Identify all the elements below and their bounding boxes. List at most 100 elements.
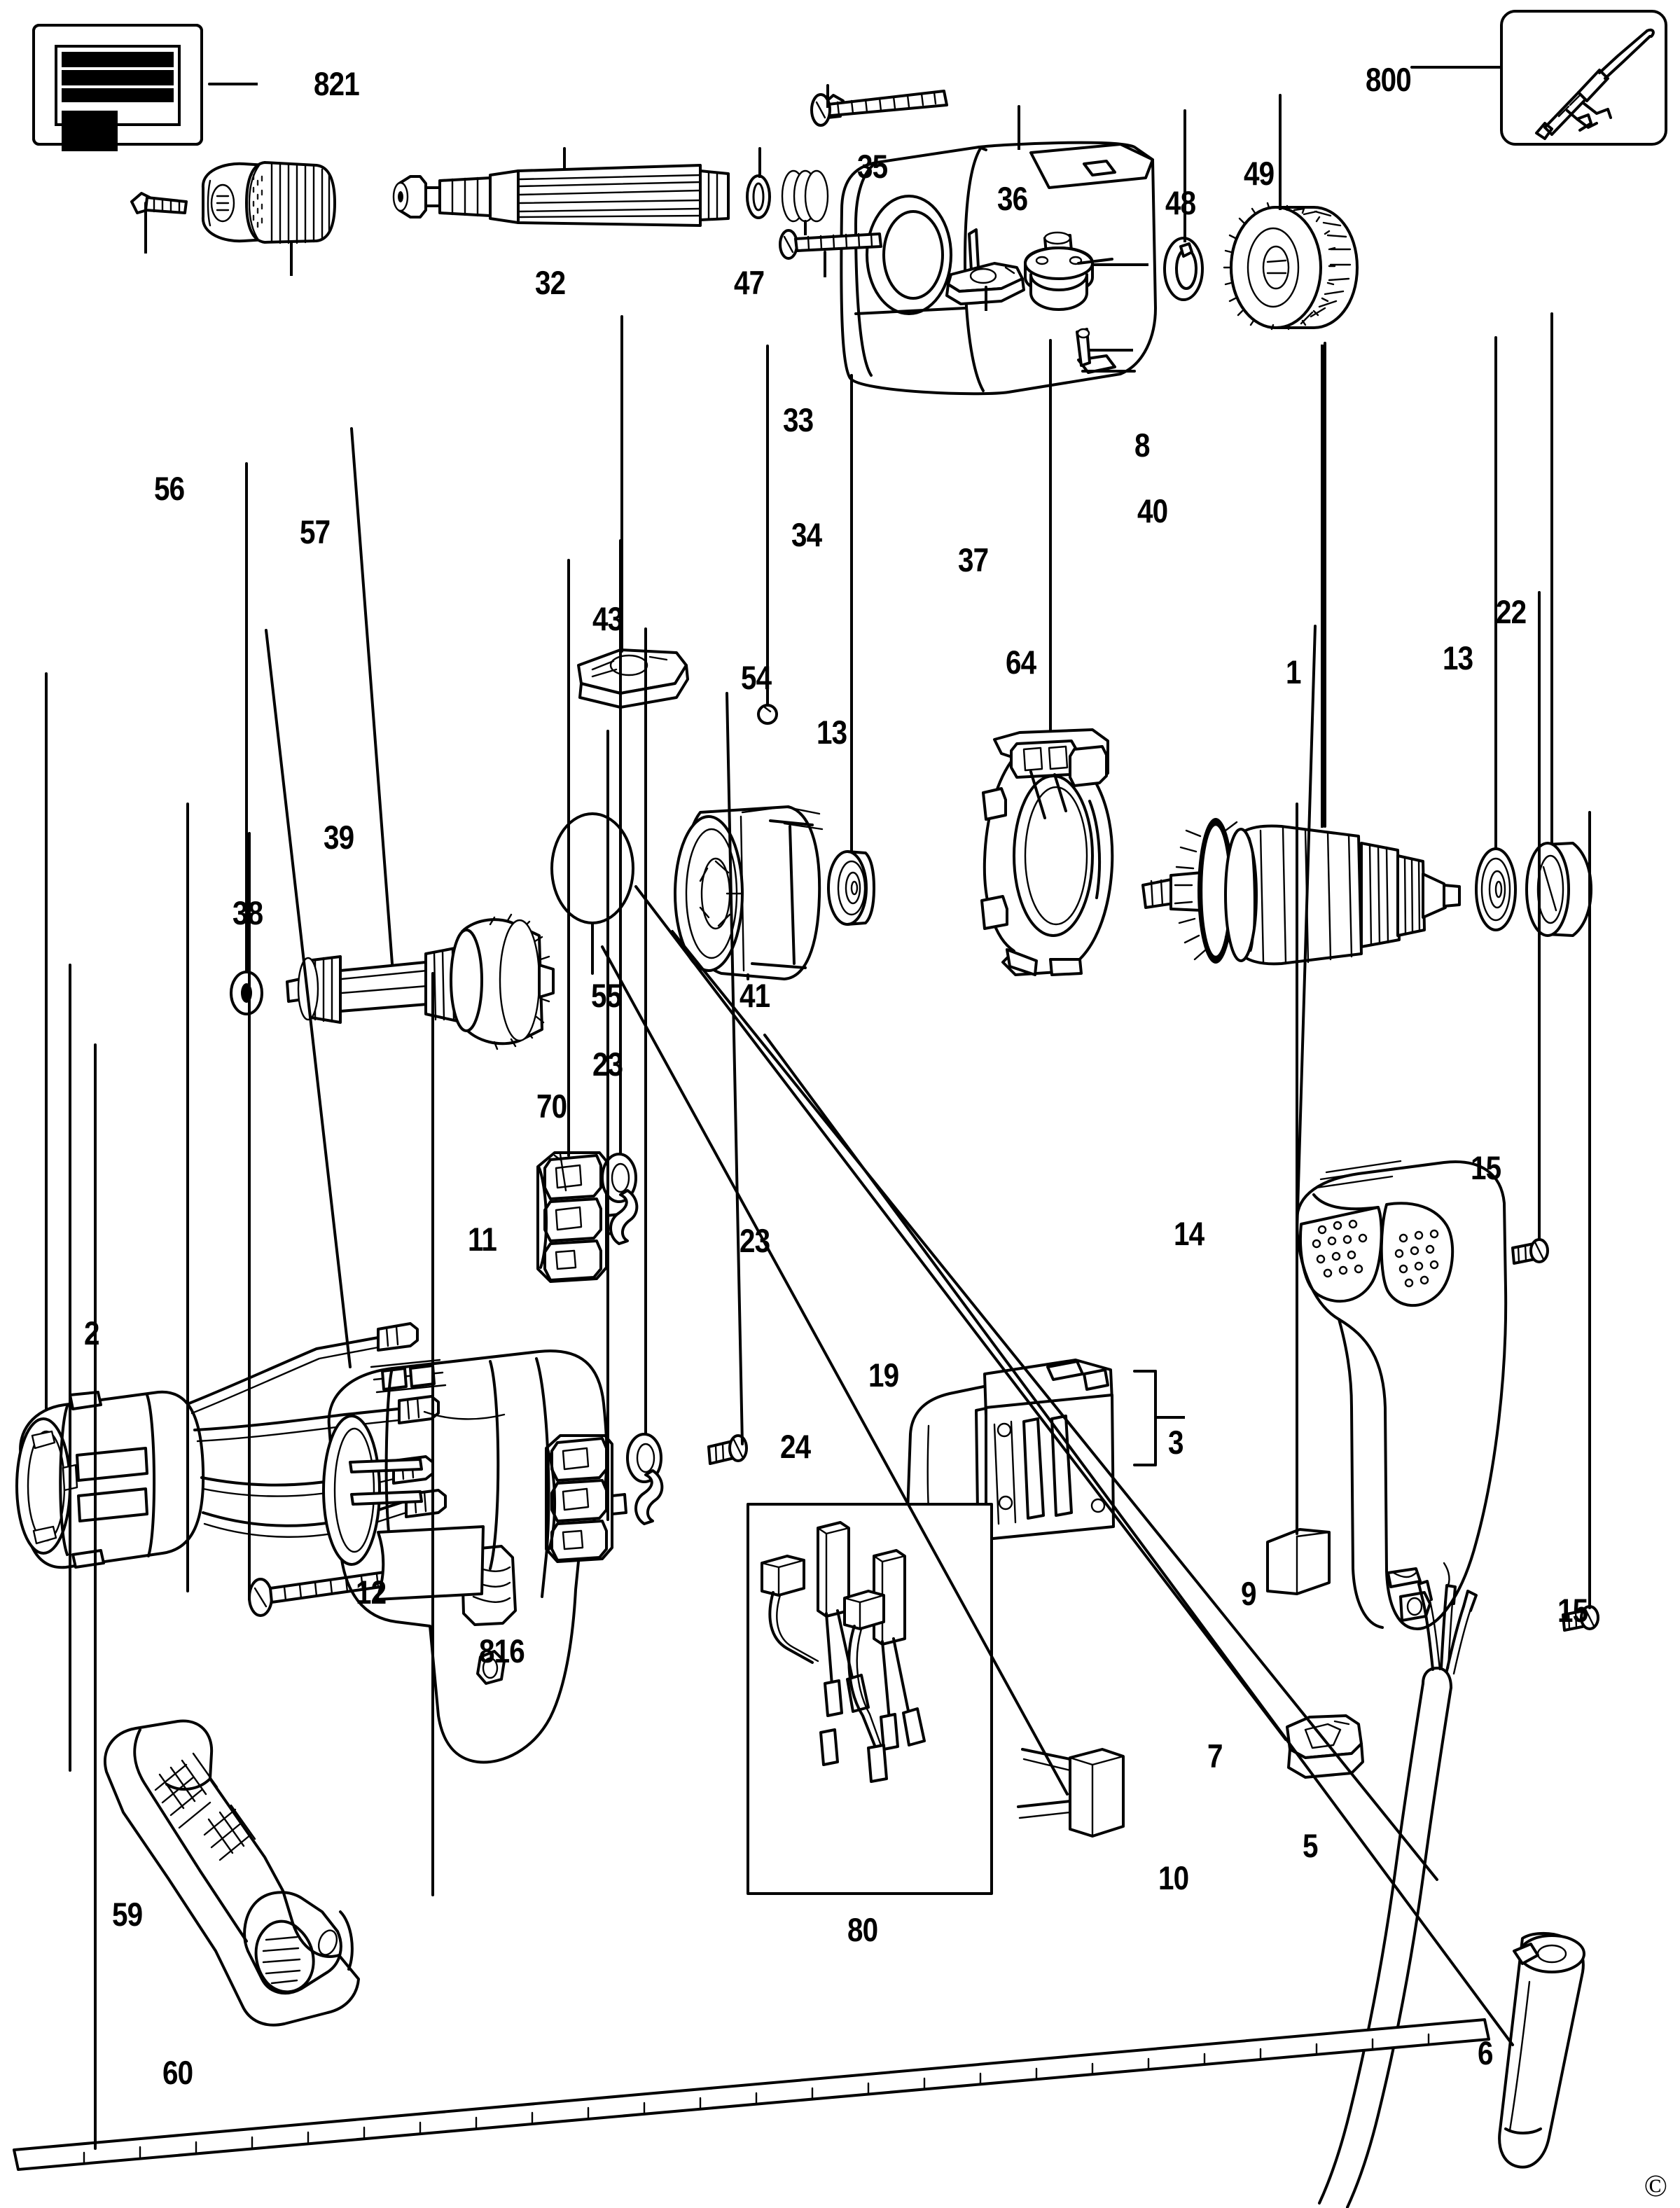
leader-32 — [563, 148, 566, 169]
field-lead-wires — [188, 1322, 447, 1538]
brush-spring-23-lower-art — [626, 1433, 664, 1525]
callout-816: 816 — [479, 1632, 525, 1669]
callout-54: 54 — [741, 659, 772, 696]
wire-harness-kit-80-art — [747, 1503, 993, 1895]
handle-screw-15-upper-art — [1511, 1238, 1549, 1265]
gear-49-art — [1223, 202, 1359, 331]
callout-80: 80 — [847, 1911, 878, 1948]
callout-15-upper: 15 — [1471, 1149, 1501, 1186]
carbon-brush-10-art — [1017, 1748, 1125, 1838]
leader-22 — [1550, 315, 1553, 845]
leader-38 — [245, 465, 248, 972]
callout-55: 55 — [591, 977, 622, 1014]
chuck-screw-56-art — [130, 192, 188, 214]
motor-housing-11-art — [322, 1349, 609, 1764]
ball-bearing-13-left-art — [827, 850, 875, 926]
retaining-ring-48-art — [1163, 237, 1204, 301]
leader-37 — [985, 289, 987, 311]
tool-icon-800-art — [1500, 10, 1667, 146]
callout-6: 6 — [1478, 2034, 1493, 2071]
screw-35-art — [810, 90, 948, 127]
leader-12 — [186, 805, 189, 1591]
callout-49: 49 — [1244, 155, 1275, 192]
seal-ring-22-art — [1525, 842, 1592, 937]
callout-22: 22 — [1496, 593, 1527, 630]
leader-800 — [1412, 66, 1503, 69]
leader-23l — [644, 630, 647, 1434]
leader-9 — [1296, 805, 1298, 1534]
leader-821 — [210, 83, 258, 85]
callout-59: 59 — [112, 1896, 143, 1933]
callout-40: 40 — [1137, 492, 1168, 529]
leader-36 — [1018, 106, 1020, 150]
callout-38: 38 — [232, 894, 263, 931]
callout-13-left: 13 — [817, 714, 847, 751]
leader-49 — [1279, 97, 1282, 210]
leader-64 — [1049, 342, 1052, 732]
callout-23-upper: 23 — [592, 1046, 623, 1083]
ball-bearing-13-right-art — [1475, 847, 1517, 931]
callout-37: 37 — [958, 541, 989, 578]
callout-19: 19 — [868, 1356, 899, 1394]
washer-set-33-art — [781, 169, 829, 223]
ball-54-art — [757, 704, 778, 725]
callout-56: 56 — [154, 470, 185, 507]
callout-2: 2 — [84, 1314, 99, 1352]
callout-43: 43 — [592, 600, 623, 637]
callout-10: 10 — [1158, 1859, 1189, 1896]
leader-56 — [144, 203, 147, 254]
leader-70 — [567, 562, 570, 1155]
leader-35 — [826, 85, 829, 108]
grip-dots-lower — [1394, 1229, 1439, 1288]
leader-48 — [1183, 112, 1186, 242]
callout-41: 41 — [740, 977, 770, 1014]
leader-15u — [1538, 594, 1541, 1240]
leader-15l — [1588, 814, 1591, 1608]
washer-38-art — [230, 971, 263, 1015]
power-cord-5-art — [1318, 1580, 1478, 2208]
nameplate-821-art — [32, 24, 203, 151]
callout-11: 11 — [468, 1221, 497, 1258]
callout-24: 24 — [780, 1428, 811, 1465]
cord-clamp-7-art — [1286, 1714, 1364, 1779]
leader-1 — [1321, 345, 1324, 828]
depth-gauge-rod-60-art — [13, 2018, 1490, 2171]
leader-13r — [1494, 339, 1497, 850]
leader-34 — [824, 252, 826, 277]
callout-48: 48 — [1165, 184, 1196, 221]
leader-54 — [766, 347, 769, 704]
leader-2 — [45, 675, 48, 1409]
rod-graduations — [83, 2033, 1430, 2164]
leader-33 — [804, 221, 807, 235]
o-ring-47-art — [746, 174, 771, 219]
callout-7: 7 — [1207, 1737, 1223, 1775]
leader-55 — [591, 924, 594, 973]
leader-57 — [290, 242, 293, 276]
callout-15-lower: 15 — [1557, 1592, 1588, 1629]
leader-816 — [248, 835, 251, 1598]
callout-800: 800 — [1366, 61, 1412, 98]
screw-34-art — [779, 229, 882, 260]
callout-35: 35 — [857, 148, 888, 185]
callout-32: 32 — [535, 264, 566, 301]
leader-13l — [850, 377, 853, 852]
callout-8: 8 — [1134, 426, 1150, 464]
spindle-32-art — [392, 164, 730, 227]
grip-crosshatch — [154, 1752, 256, 1861]
side-handle-stem-6-art — [1498, 1932, 1585, 2169]
callout-12: 12 — [356, 1574, 387, 1611]
brush-holder-plate-64-art — [980, 728, 1114, 976]
callout-47: 47 — [734, 264, 765, 301]
leader-3 — [1157, 1416, 1185, 1419]
callout-60: 60 — [162, 2054, 193, 2091]
callout-33: 33 — [783, 401, 814, 438]
callout-36: 36 — [997, 180, 1028, 217]
callout-821: 821 — [314, 65, 360, 102]
callout-23-lower: 23 — [740, 1222, 770, 1259]
callout-14: 14 — [1174, 1215, 1205, 1252]
copyright-mark: © — [1644, 2169, 1667, 2203]
chuck-57-art — [201, 161, 336, 244]
leader-40 — [1094, 263, 1148, 266]
